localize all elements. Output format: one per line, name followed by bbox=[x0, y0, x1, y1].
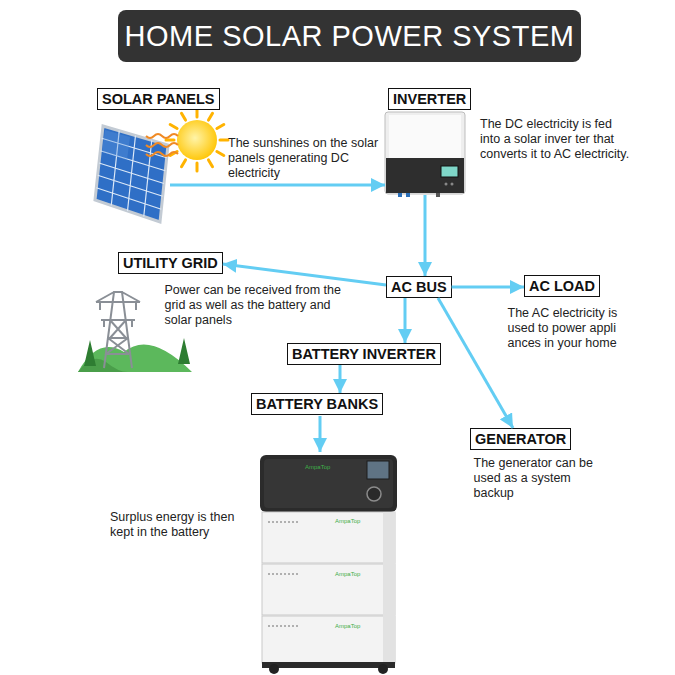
inverter-image bbox=[441, 166, 458, 177]
battery-image bbox=[262, 512, 395, 563]
node-heading: GENERATOR bbox=[475, 430, 566, 448]
flow-arrow bbox=[170, 184, 385, 187]
inverter-image bbox=[406, 193, 410, 197]
node-description: The AC electricity is used to power appl… bbox=[508, 306, 648, 351]
inverter-image bbox=[445, 183, 448, 186]
battery-image bbox=[262, 662, 395, 668]
node-heading: UTILITY GRID bbox=[123, 254, 218, 272]
note-text: Surplus energy is then kept in the batte… bbox=[110, 510, 255, 540]
flow-arrow bbox=[319, 416, 322, 452]
flow-arrow bbox=[452, 286, 524, 289]
battery-image bbox=[260, 455, 397, 674]
node-description: The DC electricity is fed into a solar i… bbox=[480, 117, 630, 162]
battery-image bbox=[367, 461, 389, 479]
solar-panel-image bbox=[95, 126, 168, 222]
node-heading: AC BUS bbox=[391, 278, 447, 296]
sun-image bbox=[177, 120, 217, 160]
solar-panel-image bbox=[95, 126, 168, 222]
node-heading: BATTERY INVERTER bbox=[292, 345, 436, 363]
inverter-image bbox=[398, 193, 402, 197]
battery-image bbox=[383, 512, 395, 663]
power-tower-image bbox=[78, 344, 192, 372]
inverter-image bbox=[385, 112, 465, 194]
battery-image bbox=[269, 664, 279, 674]
brand-mark: AmpaTop bbox=[305, 464, 330, 471]
inverter-image bbox=[451, 183, 454, 186]
node-heading: INVERTER bbox=[388, 88, 471, 110]
utility-grid-node: UTILITY GRIDPower can be received from t… bbox=[118, 252, 223, 274]
brand-mark: AmpaTop bbox=[335, 623, 360, 630]
inverter-image bbox=[389, 115, 461, 159]
flow-arrow bbox=[404, 298, 407, 343]
ac-load-node: AC LOADThe AC electricity is used to pow… bbox=[524, 275, 600, 297]
flow-arrow bbox=[424, 195, 427, 276]
inverter-image bbox=[386, 158, 464, 193]
node-heading: SOLAR PANELS bbox=[97, 88, 220, 110]
power-tower-image bbox=[84, 338, 190, 366]
node-description: The sunshines on the solar panels genera… bbox=[228, 136, 388, 181]
sun-rays bbox=[146, 134, 178, 138]
inverter-image bbox=[385, 112, 465, 197]
power-tower-image bbox=[96, 292, 140, 368]
battery-image bbox=[264, 459, 393, 508]
battery-image bbox=[260, 455, 397, 512]
flow-arrow bbox=[438, 298, 513, 428]
diagram-title: HOME SOLAR POWER SYSTEM bbox=[125, 20, 575, 53]
node-heading: AC LOAD bbox=[529, 277, 595, 295]
battery-image bbox=[262, 564, 395, 615]
battery-image bbox=[378, 664, 388, 674]
inverter-node: INVERTERThe DC electricity is fed into a… bbox=[385, 88, 468, 195]
sun-rays bbox=[146, 143, 178, 147]
brand-mark: AmpaTop bbox=[335, 518, 360, 525]
battery-banks-node: BATTERY BANKS bbox=[251, 393, 383, 415]
sun-image bbox=[166, 109, 228, 171]
node-description: Power can be received from the grid as w… bbox=[165, 283, 347, 328]
title-banner: HOME SOLAR POWER SYSTEM bbox=[118, 10, 581, 62]
inverter-image bbox=[436, 193, 440, 197]
brand-mark: AmpaTop bbox=[335, 571, 360, 578]
ac-bus-node: AC BUS bbox=[386, 276, 452, 298]
node-heading: BATTERY BANKS bbox=[256, 395, 378, 413]
node-description: The generator can be used as a system ba… bbox=[474, 456, 602, 501]
solar-panel-image bbox=[102, 130, 130, 160]
battery-image bbox=[262, 616, 395, 663]
battery-inverter-node: BATTERY INVERTER bbox=[287, 343, 441, 365]
flow-arrow bbox=[223, 264, 386, 285]
flow-arrow bbox=[339, 365, 342, 393]
solar-panels-node: SOLAR PANELSThe sunshines on the solar p… bbox=[95, 88, 170, 222]
sun-rays bbox=[146, 152, 178, 156]
sun-rays bbox=[146, 134, 178, 156]
sun-image bbox=[166, 109, 228, 171]
battery-image bbox=[268, 522, 300, 626]
battery-image bbox=[367, 487, 381, 501]
generator-node: GENERATORThe generator can be used as a … bbox=[470, 428, 571, 450]
